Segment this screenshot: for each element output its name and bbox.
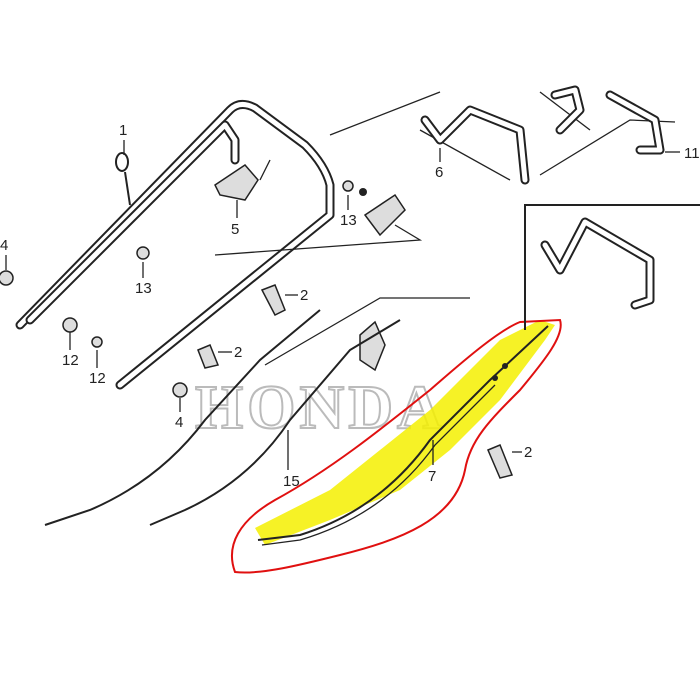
label-13a: 13 xyxy=(135,280,152,297)
bolt-12b xyxy=(91,336,103,348)
label-7: 7 xyxy=(428,468,436,485)
knob-4 xyxy=(172,382,188,398)
label-1: 1 xyxy=(119,122,127,139)
cable-7 xyxy=(257,325,549,541)
label-2b: 2 xyxy=(234,344,242,361)
bracket-5 xyxy=(214,164,259,201)
lever-block xyxy=(363,193,406,237)
label-13b: 13 xyxy=(340,212,357,229)
label-4a: 4 xyxy=(0,237,8,254)
clip-2b xyxy=(197,344,220,369)
label-4b: 4 xyxy=(175,414,183,431)
label-11: 11 xyxy=(684,145,700,162)
label-12a: 12 xyxy=(62,352,79,369)
cable-left xyxy=(44,309,321,526)
label-12b: 12 xyxy=(89,370,106,387)
label-2a: 2 xyxy=(300,287,308,304)
honda-watermark: HONDA xyxy=(195,374,446,442)
label-2c: 2 xyxy=(524,444,532,461)
cable-15 xyxy=(149,319,401,526)
highlight-area xyxy=(255,320,555,545)
eye-bolt-1 xyxy=(115,152,129,172)
bracket-11 xyxy=(605,90,665,155)
label-5: 5 xyxy=(231,221,239,238)
knob-4b xyxy=(0,270,14,286)
nut-13 xyxy=(342,180,354,192)
label-15: 15 xyxy=(283,473,300,490)
clip-2a xyxy=(260,284,286,317)
bolt-12a xyxy=(62,317,78,333)
lever-control xyxy=(359,320,386,372)
nut-13b xyxy=(136,246,150,260)
clip-2c xyxy=(487,444,514,479)
selection-outline xyxy=(230,318,562,574)
label-6: 6 xyxy=(435,164,443,181)
